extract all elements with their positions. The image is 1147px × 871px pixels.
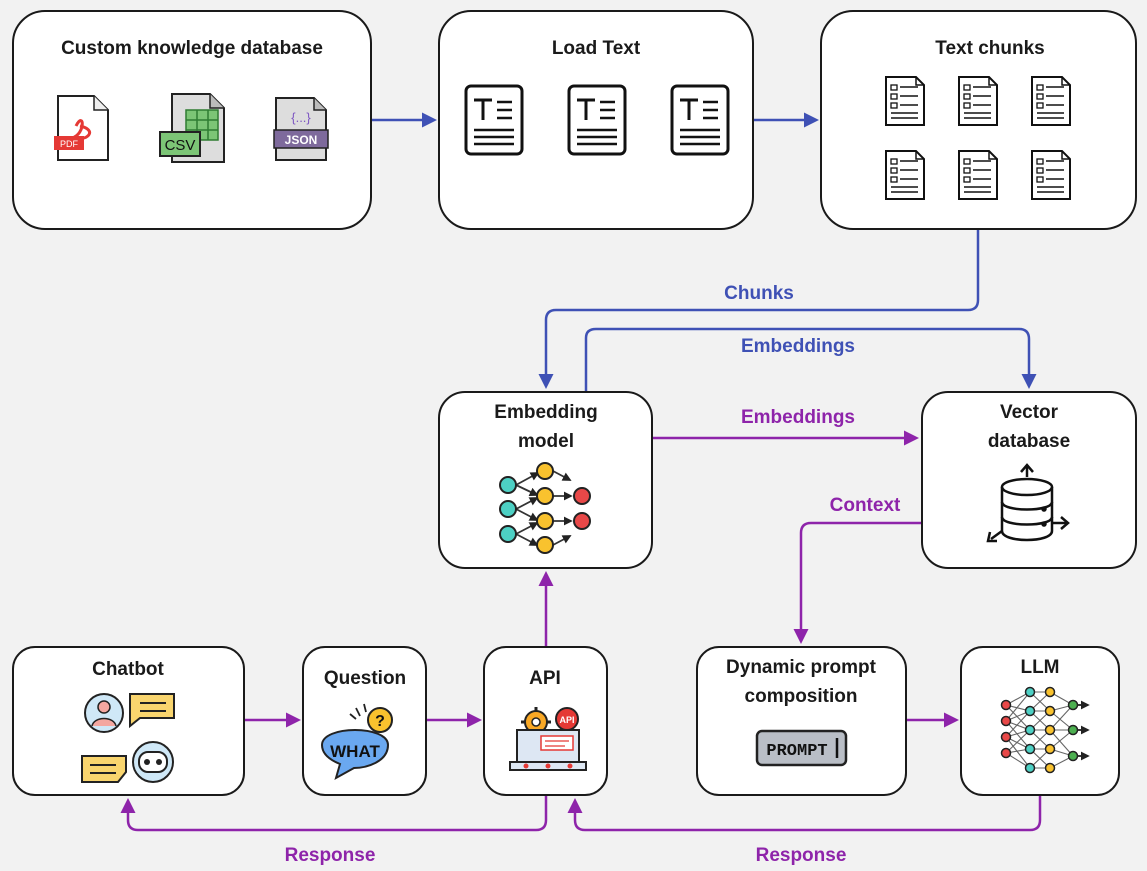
question-title: Question: [324, 668, 406, 689]
question-bubble-icon: WHAT ?: [320, 703, 393, 781]
edge-llm-to-api-response: [567, 796, 1042, 832]
text-document-icon: [670, 84, 730, 156]
chunk-document-icon: [1031, 150, 1071, 200]
edge-api-to-chatbot-response: [120, 796, 548, 832]
chatbot-box: [12, 646, 245, 796]
edge-embedding-to-vector-top: [584, 327, 1037, 391]
embedding-model-box: [438, 391, 653, 569]
chat-bubble-icon: [129, 693, 175, 729]
prompt-tag-icon: PROMPT: [755, 729, 848, 767]
edge-label-embeddings-mid: Embeddings: [741, 407, 855, 428]
chunk-document-icon: [1031, 76, 1071, 126]
text-chunks-title: Text chunks: [935, 38, 1044, 59]
chatbot-title: Chatbot: [92, 659, 164, 680]
prompt-box: [696, 646, 907, 796]
chat-bubble-icon: [81, 755, 127, 783]
prompt-title-2: composition: [745, 686, 858, 707]
edge-label-context: Context: [830, 495, 901, 516]
api-badge-text: API: [559, 715, 574, 725]
chunk-document-icon: [958, 150, 998, 200]
pdf-file-icon: PDF: [54, 95, 109, 161]
edge-label-response-right: Response: [756, 845, 847, 866]
csv-label: CSV: [165, 137, 196, 154]
prompt-title-1: Dynamic prompt: [726, 657, 877, 678]
csv-file-icon: CSV: [159, 93, 225, 163]
edge-vector-to-prompt: [793, 521, 921, 644]
llm-title: LLM: [1020, 657, 1059, 678]
pdf-label: PDF: [60, 139, 79, 149]
edge-chunks-to-embedding: [538, 230, 980, 389]
user-avatar-icon: [84, 693, 124, 733]
llm-network-icon: [1000, 686, 1090, 774]
chunk-document-icon: [885, 150, 925, 200]
question-mark: ?: [375, 713, 385, 730]
bot-avatar-icon: [132, 741, 174, 783]
vector-db-title-2: database: [988, 431, 1070, 452]
json-file-icon: {...} JSON: [273, 97, 329, 161]
knowledge-db-title: Custom knowledge database: [61, 38, 323, 59]
prompt-tag-text: PROMPT: [766, 742, 827, 761]
text-document-icon: [567, 84, 627, 156]
chunk-document-icon: [885, 76, 925, 126]
embedding-model-title-1: Embedding: [494, 402, 597, 423]
api-title: API: [529, 668, 561, 689]
edge-label-response-left: Response: [285, 845, 376, 866]
question-bubble-text: WHAT: [330, 742, 380, 761]
json-label: JSON: [285, 133, 318, 147]
vector-db-title-1: Vector: [1000, 402, 1059, 423]
load-text-title: Load Text: [552, 38, 641, 59]
text-document-icon: [464, 84, 524, 156]
chunk-document-icon: [958, 76, 998, 126]
json-glyph: {...}: [291, 110, 311, 125]
neural-network-icon: [499, 462, 591, 554]
edge-label-embeddings-top: Embeddings: [741, 336, 855, 357]
database-icon: [986, 463, 1070, 543]
edge-label-chunks: Chunks: [724, 283, 794, 304]
api-server-icon: API: [509, 707, 587, 771]
embedding-model-title-2: model: [518, 431, 574, 452]
